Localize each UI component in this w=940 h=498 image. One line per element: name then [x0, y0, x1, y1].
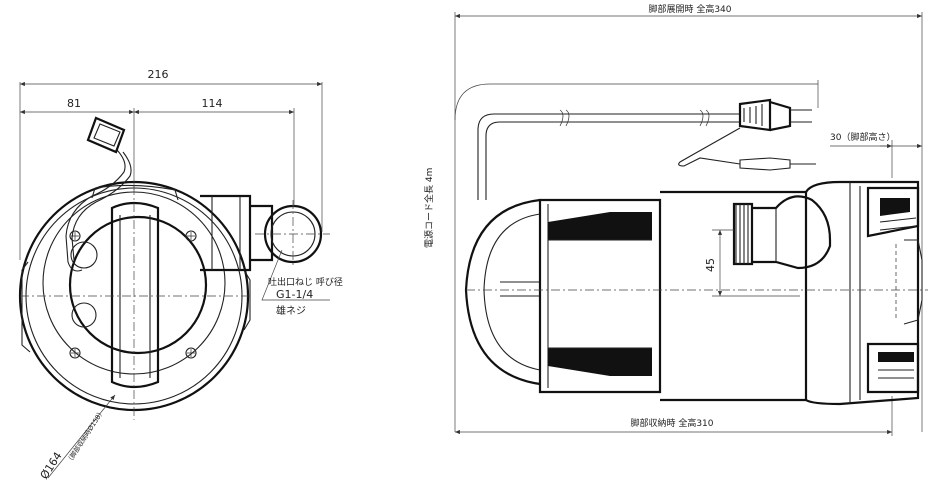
motor-cover-circle: [68, 215, 208, 355]
power-cord-top: [65, 116, 132, 272]
left-lug: [21, 261, 31, 353]
right-lug: [243, 269, 251, 331]
dim-81-label: 81: [67, 97, 81, 110]
handle-ribs: [119, 215, 151, 378]
outlet-elbow-side: [732, 195, 832, 270]
dim-45-label: 45: [704, 258, 717, 272]
handle-bar: [110, 201, 160, 389]
cord-length-label: 電源コード全長 4m: [423, 168, 435, 248]
diameter-leader: [47, 394, 116, 479]
dim-340-label: 脚部展開時 全高340: [648, 3, 731, 15]
leg-upper: [866, 186, 920, 238]
cord-hole: [70, 241, 98, 269]
side-view: 脚部展開時 全高340 脚部収納時 全高310 30（脚部高さ） 電源コード全長…: [423, 3, 928, 436]
motor-body-side: [538, 190, 808, 402]
vent-slot-bottom: [548, 348, 652, 376]
power-cord-side: [477, 98, 816, 200]
dim-114-label: 114: [202, 97, 223, 110]
vent-slot-top: [548, 212, 652, 240]
cord-break-1: [559, 109, 570, 127]
outlet-pipe-top: [200, 194, 323, 272]
diameter-label: Ø164: [38, 450, 65, 482]
cord-break-2: [699, 109, 710, 127]
diameter-note: （脚部収納時Ø158）: [64, 407, 106, 465]
top-view: 216 81 114 吐出口ねじ 呼び径 G1-1/4 雄ネジ Ø164 （脚部…: [18, 68, 343, 482]
ground-lead: [678, 127, 741, 167]
plug-icon: [86, 116, 126, 154]
plug-prongs: [790, 109, 812, 123]
handle-side: [464, 198, 541, 386]
thread-label-3: 雄ネジ: [276, 304, 306, 317]
dim-216-label: 216: [148, 68, 169, 81]
thread-leader: [261, 249, 330, 301]
cord-length-line: [454, 83, 818, 121]
leg-lower: [866, 342, 920, 394]
ground-clip: [739, 157, 791, 171]
outlet-centerline: [255, 200, 330, 268]
base-section-side: [805, 180, 923, 406]
dim-310-label: 脚部収納時 全高310: [630, 417, 713, 429]
thread-label-1: 吐出口ねじ 呼び径: [268, 276, 343, 288]
vent-hole: [71, 302, 97, 328]
pump-casing: [660, 190, 808, 402]
thread-label-2: G1-1/4: [276, 288, 313, 301]
screws: [69, 230, 197, 359]
dim-30-label: 30（脚部高さ）: [830, 131, 895, 143]
